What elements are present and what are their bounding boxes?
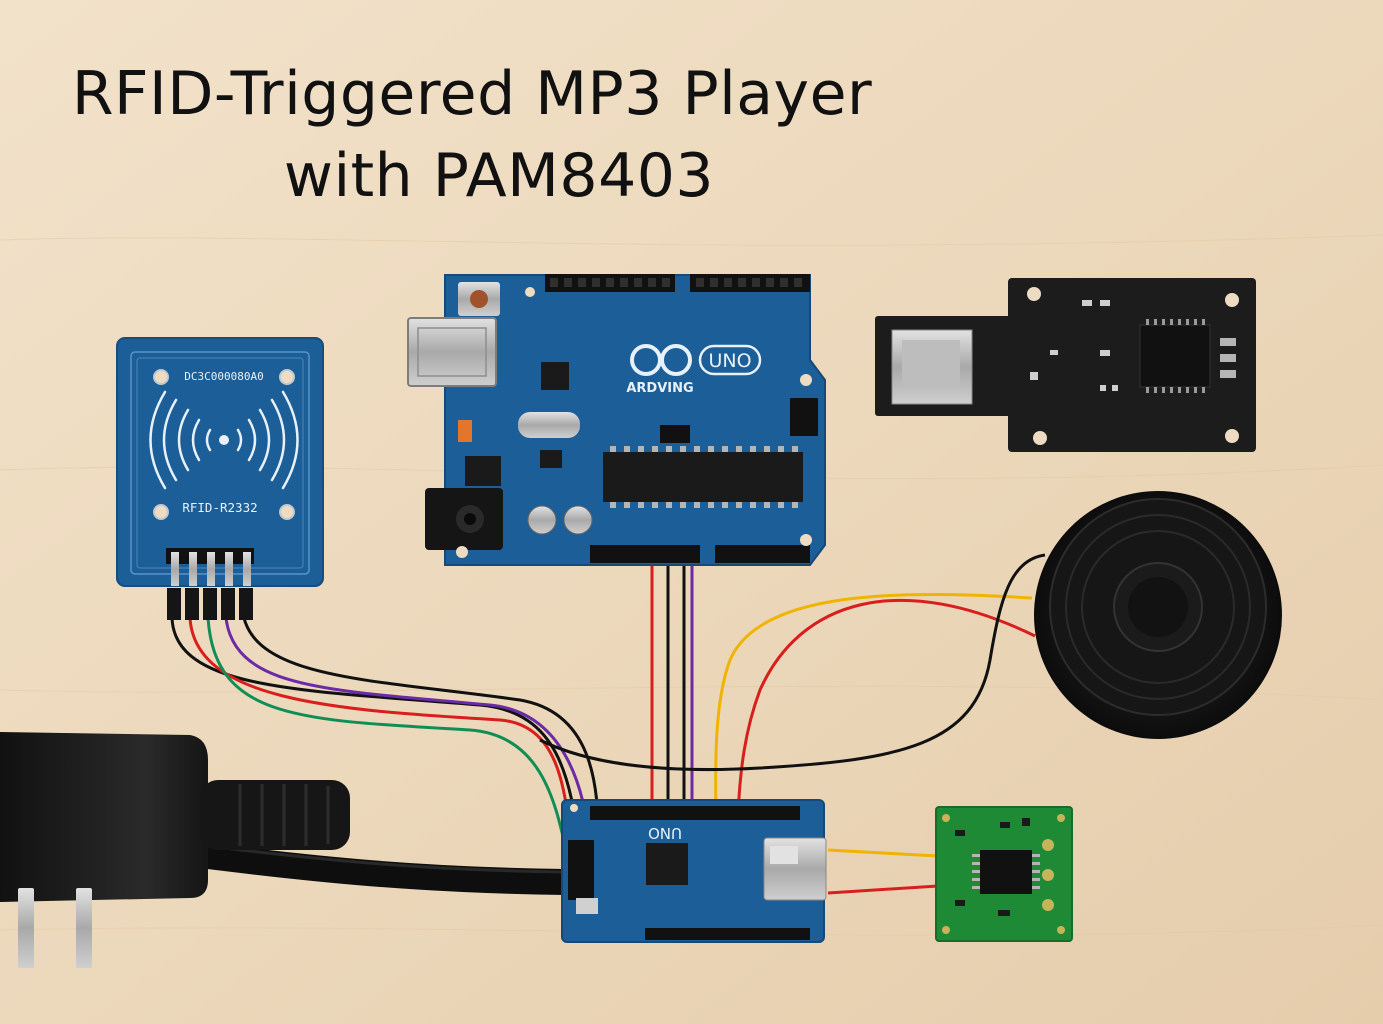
arduino-board: UNO ARDVING	[407, 274, 826, 566]
arduino-infinity-logo-icon	[630, 344, 692, 376]
page-title-line-2: with PAM8403	[283, 141, 715, 211]
black-sd-module	[875, 278, 1256, 452]
power-adapter	[0, 732, 578, 968]
page-title-line-1: RFID-Triggered MP3 Player	[71, 59, 873, 129]
pam8403-amp-board	[935, 806, 1073, 942]
rfid-header-pins	[166, 548, 254, 620]
speaker	[1034, 491, 1282, 739]
amp-wires	[827, 848, 939, 895]
arduino-atmega-chip	[603, 452, 803, 502]
arduino-usb-port	[407, 317, 497, 387]
mp3-decoder-board: UNO	[561, 799, 827, 943]
arduino-model-label: UNO	[708, 350, 751, 372]
rfid-id-text: DC3C000080A0	[184, 370, 263, 383]
arduino-brand-label: ARDVING	[626, 381, 693, 396]
speaker-wires	[539, 553, 1046, 816]
rfid-model-label: RFID-R2332	[182, 500, 257, 515]
rfid-module: DC3C000080A0 RFID-R2332	[116, 337, 324, 620]
rfid-wires	[170, 616, 600, 852]
rfid-waves-icon	[149, 390, 299, 490]
arduino-to-mp3-wires	[650, 555, 694, 815]
mp3-board-label: UNO	[648, 824, 682, 842]
